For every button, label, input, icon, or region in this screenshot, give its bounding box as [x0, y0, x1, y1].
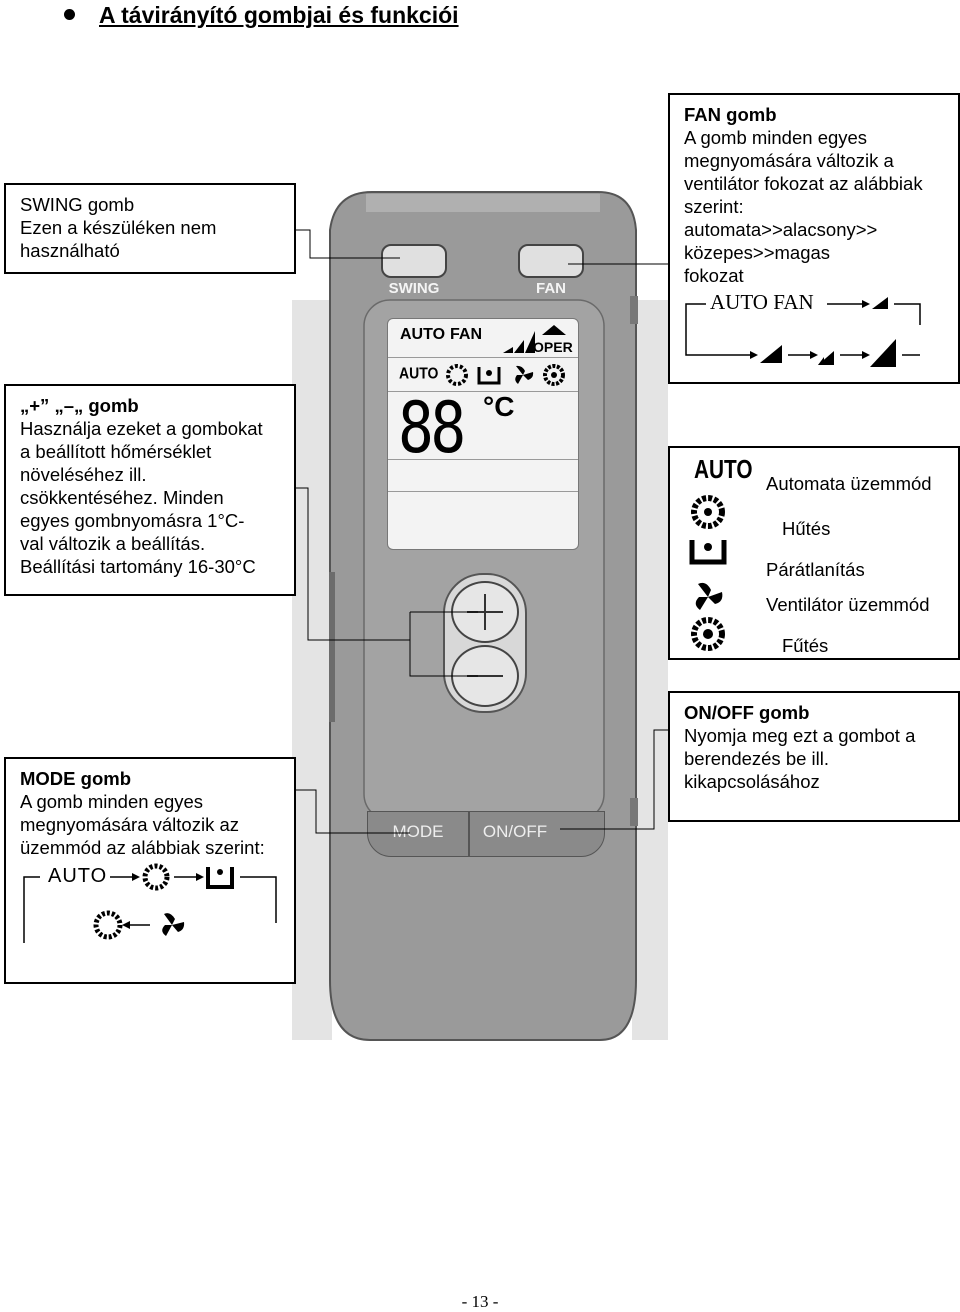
legend-item-auto: Automata üzemmód — [766, 473, 932, 494]
mode-line-1: A gomb minden egyes — [20, 791, 204, 812]
mode-line-2: megnyomására változik az — [20, 814, 240, 835]
plusminus-line-4: csökkentéséhez. Minden — [20, 487, 224, 508]
page-number: - 13 - — [461, 1292, 499, 1311]
fan-button-label: FAN — [536, 280, 566, 297]
mode-title: MODE gomb — [20, 768, 131, 789]
display-auto-label: AUTO — [400, 326, 446, 343]
mode-callout: MODE gomb A gomb minden egyes megnyomásá… — [4, 757, 296, 984]
page-heading: A távirányító gombjai és funkciói — [64, 2, 459, 29]
plusminus-line-5: egyes gombnyomásra 1°C- — [20, 510, 245, 531]
onoff-line-2: berendezés be ill. — [684, 748, 830, 769]
legend-item-dry: Párátlanítás — [766, 559, 865, 580]
plusminus-line-7: Beállítási tartomány 16-30°C — [20, 556, 256, 577]
plusminus-callout: „+” „–„ gomb Használja ezeket a gombokat… — [4, 384, 296, 596]
onoff-line-3: kikapcsolásához — [684, 771, 820, 792]
plusminus-line-3: növeléséhez ill. — [20, 464, 147, 485]
oper-arrow-icon — [542, 325, 566, 335]
fan-cycle-diagram — [685, 297, 921, 367]
display-auto-small-label: AUTO — [399, 364, 439, 382]
plusminus-line-2: a beállított hőmérséklet — [20, 441, 212, 462]
fan-line-2: megnyomására változik a — [684, 150, 894, 171]
display-oper-label: OPER — [533, 339, 573, 355]
onoff-title: ON/OFF gomb — [684, 702, 810, 723]
fan-line-5: automata>>alacsony>> — [684, 219, 878, 240]
mode-button-label: MODE — [392, 822, 444, 841]
display-fan-label: FAN — [450, 326, 482, 343]
heat-icon — [543, 364, 565, 386]
fan-line-6: közepes>>magas — [684, 242, 831, 263]
plusminus-title: „+” „–„ gomb — [20, 395, 139, 416]
swing-button[interactable] — [381, 244, 447, 278]
fan-line-3: ventilátor fokozat az alábbiak — [684, 173, 923, 194]
legend-item-cool: Hűtés — [782, 518, 831, 539]
fan-line-7: fokozat — [684, 265, 744, 286]
fan-callout: FAN gomb A gomb minden egyes megnyomásár… — [668, 93, 960, 384]
dry-icon — [477, 367, 501, 385]
onoff-callout: ON/OFF gomb Nyomja meg ezt a gombot a be… — [668, 691, 960, 822]
legend-heat-icon — [691, 617, 725, 651]
legend-auto-icon: AUTO — [694, 454, 753, 484]
fan-line-4: szerint: — [684, 196, 744, 217]
onoff-line-1: Nyomja meg ezt a gombot a — [684, 725, 916, 746]
swing-title: SWING gomb — [20, 194, 135, 215]
fan-button[interactable] — [518, 244, 584, 278]
fan-diagram-label: AUTO FAN — [710, 290, 814, 314]
onoff-button-label: ON/OFF — [482, 822, 548, 841]
temperature-digits: 88 — [398, 387, 466, 469]
legend-icons — [689, 495, 727, 651]
swing-callout: SWING gomb Ezen a készüléken nem használ… — [4, 183, 296, 274]
legend-cool-icon — [691, 495, 725, 529]
fan-speed-bars-icon — [503, 331, 535, 353]
fan-line-1: A gomb minden egyes — [684, 127, 868, 148]
swing-button-label: SWING — [388, 280, 440, 297]
plusminus-line-6: val változik a beállítás. — [20, 533, 206, 554]
legend-fan-icon — [695, 582, 723, 610]
legend-item-heat: Fűtés — [782, 635, 829, 656]
fan-icon — [515, 365, 534, 384]
mode-legend: AUTO Automata üzemmód Hűtés Párátlanítás… — [668, 446, 960, 660]
mode-button[interactable]: MODE — [367, 811, 469, 857]
plusminus-line-1: Használja ezeket a gombokat — [20, 418, 263, 439]
cool-icon — [446, 364, 468, 386]
lcd-display: AUTO FAN OPER AUTO 88 °C — [387, 318, 579, 550]
swing-line-1: Ezen a készüléken nem — [20, 217, 217, 238]
legend-dry-icon — [689, 540, 727, 565]
mode-icons-row — [446, 364, 565, 386]
bullet-icon — [64, 9, 75, 21]
mode-diagram-label: AUTO — [48, 865, 108, 887]
onoff-button[interactable]: ON/OFF — [469, 811, 605, 857]
mode-cycle-diagram — [23, 863, 277, 943]
fan-title: FAN gomb — [684, 104, 777, 125]
mode-line-3: üzemmód az alábbiak szerint: — [20, 837, 265, 858]
legend-item-fan: Ventilátor üzemmód — [766, 594, 930, 615]
temperature-unit: °C — [483, 391, 515, 422]
swing-line-2: használható — [20, 240, 120, 261]
